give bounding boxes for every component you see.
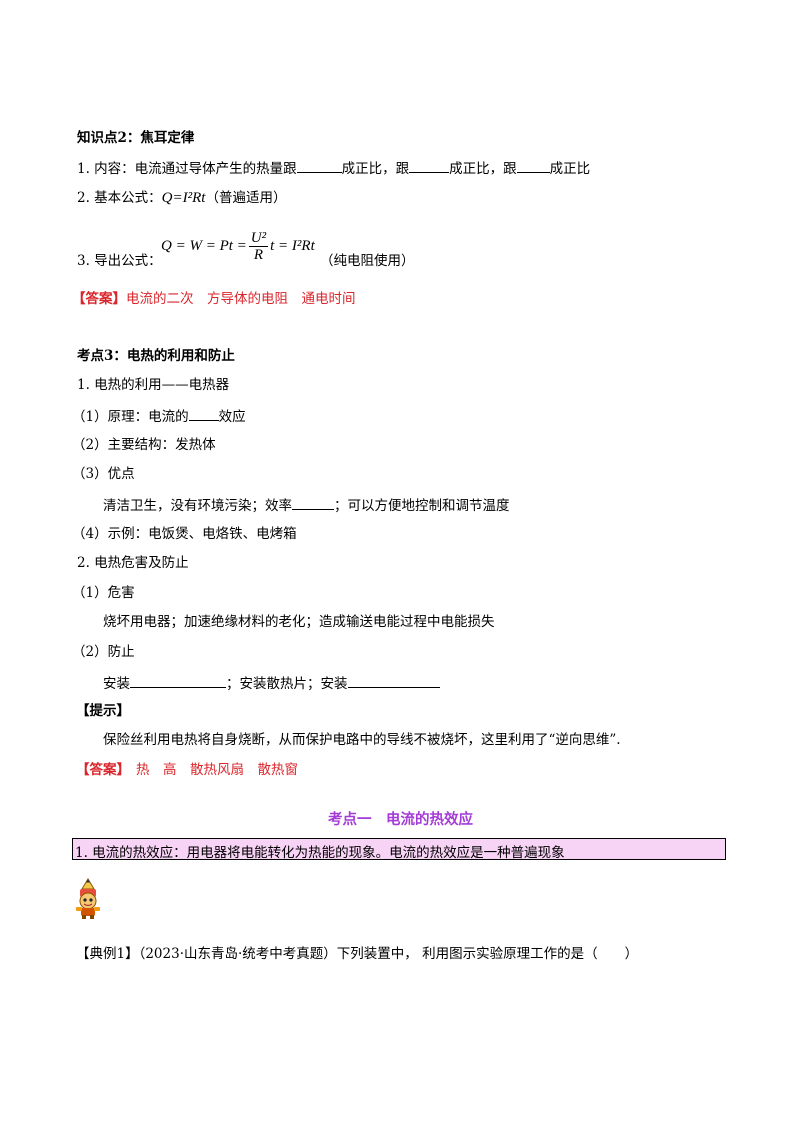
kp3-item2-2-pre: 安装 bbox=[103, 676, 130, 692]
kp2-line3-label: 3. 导出公式： bbox=[77, 253, 162, 269]
blank-4[interactable] bbox=[188, 406, 219, 421]
kp3-item1-3-end: ；可以方便地控制和调节温度 bbox=[334, 498, 510, 514]
kp3-item1-3: （3）优点 bbox=[72, 466, 135, 482]
kp3-item1-1-pre: （1）原理：电流的 bbox=[72, 409, 189, 425]
blank-3[interactable] bbox=[516, 158, 550, 173]
kp3-item2-1-text: 烧坏用电器；加速绝缘材料的老化；造成输送电能过程中电能损失 bbox=[103, 614, 495, 630]
kp3-item1-1: （1）原理：电流的 效应 bbox=[72, 406, 246, 426]
kp2-line2-note: （普遍适用） bbox=[205, 190, 287, 206]
kp3-item2-2-detail: 安装 ；安装散热片；安装 bbox=[103, 673, 440, 693]
answer-label: 【答案】 bbox=[76, 762, 130, 778]
kp2-line1-mid1: 成正比，跟 bbox=[341, 161, 410, 177]
tip-text: 保险丝利用电热将自身烧断，从而保护电路中的导线不被烧坏，这里利用了“逆向思维”. bbox=[103, 732, 621, 748]
kp3-item2: 2. 电热危害及防止 bbox=[77, 555, 189, 571]
definition-text: 1. 电流的热效应：用电器将电能转化为热能的现象。电流的热效应是一种普遍现象 bbox=[75, 845, 565, 861]
kp2-line1-end: 成正比 bbox=[549, 161, 591, 177]
fraction-numerator: U² bbox=[248, 230, 269, 248]
answer-text: 电流的二次 方导体的电阻 通电时间 bbox=[126, 291, 356, 307]
kp3-item1-2: （2）主要结构：发热体 bbox=[72, 437, 216, 453]
tip-label: 【提示】 bbox=[76, 703, 130, 719]
answer-text: 热 高 散热风扇 散热窗 bbox=[136, 762, 298, 778]
kp3-answer: 【答案】热 高 散热风扇 散热窗 bbox=[76, 761, 298, 779]
kp3-item2-2: （2）防止 bbox=[72, 644, 135, 660]
kp2-line1: 1. 内容：电流通过导体产生的热量跟 成正比，跟 成正比，跟 成正比 bbox=[77, 158, 590, 178]
kp2-line1-pre: 1. 内容：电流通过导体产生的热量跟 bbox=[77, 161, 297, 177]
blank-2[interactable] bbox=[409, 158, 450, 173]
kp3-item2-2-mid: ；安装散热片；安装 bbox=[226, 676, 348, 692]
pencil-mascot-icon bbox=[70, 877, 106, 919]
kp2-line2: 2. 基本公式：Q=I²Rt（普遍适用） bbox=[77, 189, 286, 207]
kp2-line3-note: （纯电阻使用） bbox=[320, 253, 415, 269]
kp3-item1-4: （4）示例：电饭煲、电烙铁、电烤箱 bbox=[72, 526, 297, 542]
blank-6[interactable] bbox=[130, 673, 226, 688]
example-1: 【典例1】（2023·山东青岛·统考中考真题）下列装置中， 利用图示实验原理工作… bbox=[76, 945, 638, 963]
fraction-denominator: R bbox=[253, 247, 264, 264]
kp3-item1-1-end: 效应 bbox=[218, 409, 246, 425]
kp3-item1-3-detail: 清洁卫生，没有环境污染；效率 ；可以方便地控制和调节温度 bbox=[103, 495, 510, 515]
kp3-item1-3-pre: 清洁卫生，没有环境污染；效率 bbox=[103, 498, 292, 514]
section-title: 考点一 电流的热效应 bbox=[328, 811, 473, 828]
definition-box: 1. 电流的热效应：用电器将电能转化为热能的现象。电流的热效应是一种普遍现象 bbox=[72, 838, 726, 861]
kp2-answer: 【答案】电流的二次 方导体的电阻 通电时间 bbox=[72, 290, 356, 308]
kp2-title: 知识点2：焦耳定律 bbox=[77, 130, 195, 146]
blank-7[interactable] bbox=[347, 673, 440, 688]
derived-formula-left: Q = W = Pt = bbox=[161, 238, 247, 254]
example-label: 【典例1】 bbox=[76, 946, 139, 962]
derived-formula-right: t = I²Rt bbox=[270, 238, 315, 254]
kp3-item2-1: （1）危害 bbox=[72, 585, 135, 601]
kp3-title: 考点3：电热的利用和防止 bbox=[77, 348, 235, 364]
basic-formula: Q=I²Rt bbox=[161, 190, 206, 206]
example-text: （2023·山东青岛·统考中考真题）下列装置中， 利用图示实验原理工作的是（ ） bbox=[138, 946, 639, 962]
answer-label: 【答案】 bbox=[72, 291, 126, 307]
kp2-line2-pre: 2. 基本公式： bbox=[77, 190, 162, 206]
kp3-item1: 1. 电热的利用——电热器 bbox=[77, 377, 230, 393]
blank-1[interactable] bbox=[296, 158, 342, 173]
kp2-line1-mid2: 成正比，跟 bbox=[449, 161, 517, 177]
blank-5[interactable] bbox=[292, 495, 334, 510]
